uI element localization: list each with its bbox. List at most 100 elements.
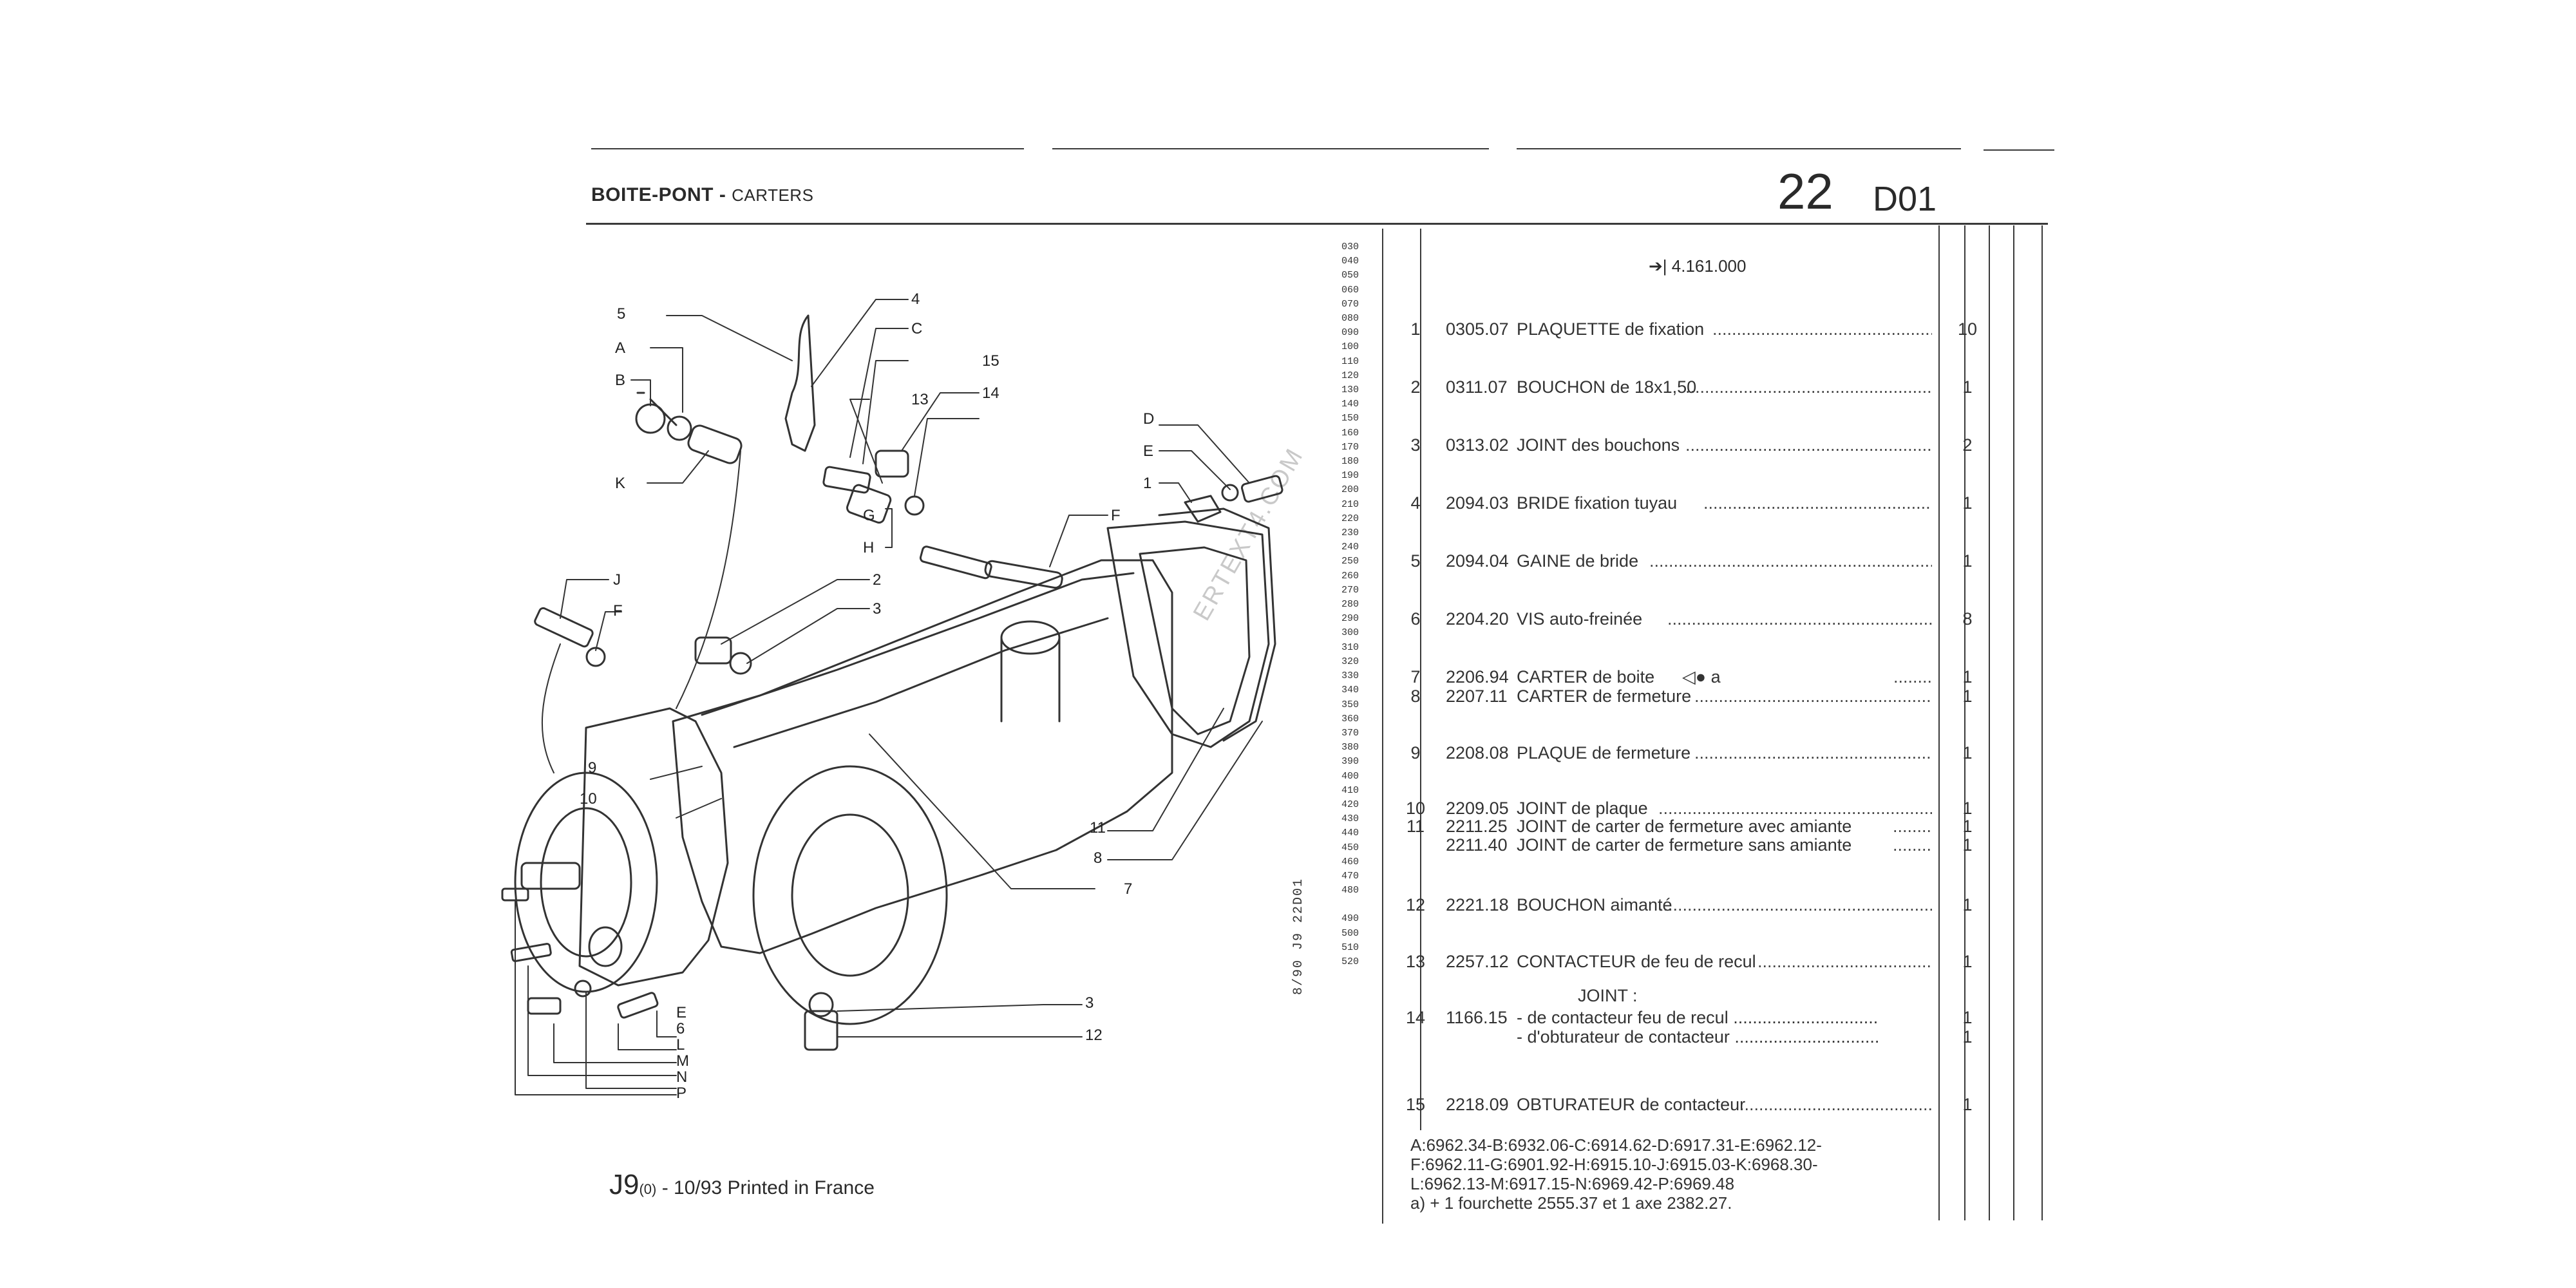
gearbox-casing-body	[672, 559, 1173, 954]
stud-6	[510, 943, 552, 962]
line-number: 200	[1341, 484, 1359, 496]
quantity: 1	[1962, 799, 1973, 818]
line-number: 370	[1341, 727, 1359, 739]
callout: P	[676, 1084, 687, 1102]
line-number: 360	[1341, 713, 1359, 724]
quantity: 1	[1962, 895, 1973, 914]
table-rule-linecol	[1382, 229, 1383, 1224]
line-number: 130	[1341, 384, 1359, 396]
line-number: 260	[1341, 570, 1359, 582]
seal-3-bottom	[808, 992, 834, 1018]
callout: E	[1143, 442, 1153, 460]
footer: J9(0) - 10/93 Printed in France	[609, 1169, 875, 1201]
part-bride	[784, 314, 816, 452]
sleeve-K	[687, 424, 743, 464]
part-subdescription: - d'obturateur de contacteur ...........…	[1517, 1027, 1880, 1046]
line-number: 460	[1341, 856, 1359, 867]
item-number: 12	[1405, 895, 1426, 914]
callout: 3	[1085, 994, 1094, 1012]
item-number: 15	[1405, 1095, 1426, 1114]
rod-F	[984, 560, 1063, 589]
washer-E	[1221, 484, 1239, 502]
callout: G	[863, 507, 875, 524]
reference-notes: A:6962.34-B:6932.06-C:6914.62-D:6917.31-…	[1410, 1135, 1822, 1213]
note-line: F:6962.11-G:6901.92-H:6915.10-J:6915.03-…	[1410, 1155, 1818, 1174]
leader-dots: ........................................…	[1893, 817, 1932, 836]
callout: F	[1111, 507, 1121, 524]
line-number: 480	[1341, 885, 1359, 896]
line-number: 380	[1341, 742, 1359, 753]
quantity: 1	[1962, 835, 1973, 855]
part-description: CARTER de fermeture	[1517, 687, 1692, 706]
variant-marker: ◁● a	[1682, 667, 1721, 687]
item-number: 6	[1410, 609, 1421, 629]
item-number: 13	[1405, 952, 1426, 971]
page-title: BOITE-PONT - CARTERS	[591, 184, 813, 206]
quantity: 1	[1962, 493, 1973, 513]
item-number: 11	[1406, 817, 1425, 836]
item-number: 1	[1410, 319, 1421, 339]
part-reference: 2209.05	[1446, 799, 1509, 818]
line-number: 510	[1341, 942, 1359, 953]
part-reference: 2211.40	[1446, 835, 1508, 855]
line-number: 270	[1341, 584, 1359, 596]
part-reference: 0313.02	[1446, 435, 1509, 455]
quantity: 1	[1962, 952, 1973, 971]
part-description: OBTURATEUR de contacteur	[1517, 1095, 1746, 1114]
part-description: VIS auto-freinée	[1517, 609, 1643, 629]
header-rule-2	[1052, 148, 1489, 149]
item-number: 5	[1410, 551, 1421, 571]
bellhousing-disk-inner	[791, 813, 909, 977]
callout: 15	[982, 352, 999, 370]
item-number: 7	[1410, 667, 1421, 687]
line-number: 190	[1341, 470, 1359, 482]
part-reference: 2094.04	[1446, 551, 1509, 571]
callout: A	[615, 339, 625, 357]
line-number: 230	[1341, 527, 1359, 539]
table-rule-qty-c	[1989, 225, 1990, 1220]
callout: 2	[873, 571, 881, 589]
line-number: 050	[1341, 270, 1359, 281]
quantity: 8	[1962, 609, 1973, 629]
stud-E	[501, 887, 529, 902]
item-number: 14	[1405, 1008, 1426, 1027]
quantity: 1	[1962, 377, 1973, 397]
output-shaft	[520, 862, 581, 890]
quantity: 1	[1962, 687, 1973, 706]
item-number: 3	[1410, 435, 1421, 455]
quantity: 1	[1962, 817, 1973, 836]
page-title-main: BOITE-PONT -	[591, 184, 732, 205]
closure-cover	[1106, 520, 1270, 748]
note-line: a) + 1 fourchette 2555.37 et 1 axe 2382.…	[1410, 1193, 1732, 1213]
seal-3	[729, 652, 752, 675]
group-number: 22	[1777, 163, 1833, 220]
callout: J	[613, 571, 621, 589]
part-reference: 2206.94	[1446, 667, 1509, 687]
plug-15	[875, 450, 909, 478]
leader-dots: ........................................…	[1893, 667, 1932, 687]
quantity: 2	[1962, 435, 1973, 455]
callout: 11	[1090, 819, 1106, 837]
callout: F	[613, 602, 623, 620]
bolt-L	[527, 997, 562, 1015]
line-number: 120	[1341, 370, 1359, 381]
part-reference: 0311.07	[1446, 377, 1508, 397]
leader-dots: ........................................…	[1649, 551, 1932, 571]
line-number: 440	[1341, 828, 1359, 839]
bolt-J	[534, 607, 594, 648]
serial-note: ➔| 4.161.000	[1649, 256, 1746, 276]
callout: 5	[617, 305, 625, 323]
line-number: 110	[1341, 355, 1359, 367]
plug-2	[694, 636, 732, 665]
arrow-icon: ➔|	[1649, 256, 1667, 276]
line-number: 070	[1341, 298, 1359, 310]
part-description: JOINT de carter de fermeture sans amiant…	[1517, 835, 1852, 855]
output-hole	[588, 926, 623, 967]
header-rule-3	[1517, 148, 1961, 149]
line-number: 470	[1341, 870, 1359, 882]
note-line: L:6962.13-M:6917.15-N:6969.42-P:6969.48	[1410, 1174, 1735, 1193]
